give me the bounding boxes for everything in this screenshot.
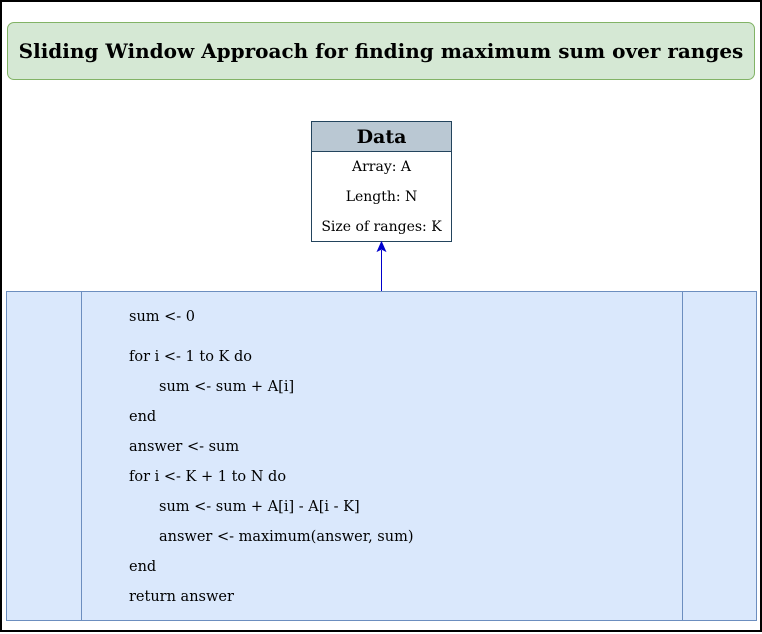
diagram-title-text: Sliding Window Approach for finding maxi… <box>18 39 744 63</box>
code-line: for i <- K + 1 to N do <box>129 469 287 485</box>
code-line: sum <- sum + A[i] - A[i - K] <box>159 499 360 515</box>
data-box-header-text: Data <box>356 125 407 148</box>
code-line: end <box>129 559 157 575</box>
code-line: sum <- sum + A[i] <box>159 379 295 395</box>
code-line: for i <- 1 to K do <box>129 349 252 365</box>
data-box: Data Array: A Length: N Size of ranges: … <box>311 121 452 242</box>
process-right-bar <box>682 292 683 620</box>
data-row-array: Array: A <box>351 159 412 175</box>
data-row-length: Length: N <box>345 189 418 205</box>
process-left-bar <box>81 292 82 620</box>
code-line: end <box>129 409 157 425</box>
data-box-header: Data <box>312 122 451 152</box>
code-line: return answer <box>129 589 234 605</box>
connector-arrowhead <box>376 240 387 253</box>
code-line: sum <- 0 <box>129 309 196 325</box>
code-line: answer <- sum <box>129 439 240 455</box>
algorithm-process-box: sum <- 0 for i <- 1 to K do sum <- sum +… <box>6 291 757 621</box>
diagram-title: Sliding Window Approach for finding maxi… <box>7 22 755 80</box>
data-row-range-size: Size of ranges: K <box>321 219 442 235</box>
code-line: answer <- maximum(answer, sum) <box>159 529 414 545</box>
